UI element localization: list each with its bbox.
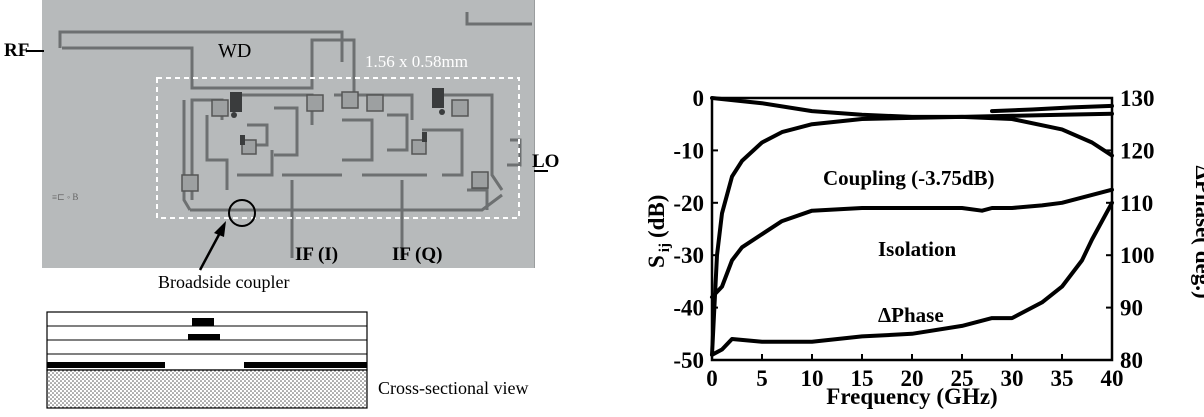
series-line-5 [990,103,1114,114]
wd-label: WD [218,40,252,62]
x-tick-label: 25 [951,366,974,391]
y-left-tick-label: -10 [673,138,704,163]
s-parameter-chart: 0 5 10 15 20 25 30 35 40 0 -10 -20 -30 -40 -50 130 120… [640,0,1204,412]
isolation-annotation: Isolation [878,237,957,261]
lo-port-line [534,170,548,172]
if-i-label: IF (I) [295,244,339,265]
y-left-tick-label: -20 [673,191,704,216]
series-line-3 [710,200,1114,357]
y-axis-label-left-sub: ij [657,243,673,252]
lo-port-label: LO [532,151,560,172]
series-line-2 [710,187,1114,300]
coupling-annotation: Coupling (-3.75dB) [823,166,995,190]
x-tick-label: 30 [1001,366,1024,391]
y-right-tick-label: 80 [1120,348,1143,373]
x-tick-label: 0 [706,366,718,391]
y-axis-label-right: ΔPhase( deg.) [1191,165,1204,298]
y-right-tick-label: 110 [1120,191,1153,216]
chip-micrograph: ≡⊏ ◦ B [42,0,535,268]
chip-size-label: 1.56 x 0.58mm [365,52,468,71]
series-line-4 [710,96,1114,158]
chip-layout-drawing: ≡⊏ ◦ B [42,0,534,268]
chart-svg: 0 5 10 15 20 25 30 35 40 0 -10 -20 -30 -40 -50 130 120… [644,86,1204,409]
x-tick-label: 5 [756,366,768,391]
x-tick-label: 40 [1101,366,1124,391]
x-tick-label: 20 [901,366,924,391]
y-left-tick-label: -40 [673,296,704,321]
phase-annotation: ΔPhase [878,303,944,327]
y-axis-label-left: Sij (dB) [644,195,673,268]
y-right-tick-label: 100 [1120,243,1155,268]
cross-section-label: Cross-sectional view [378,378,529,398]
x-tick-label: 10 [801,366,824,391]
broadside-coupler-label: Broadside coupler [158,272,290,292]
y-left-tick-label: 0 [693,86,705,111]
y-right-tick-label: 90 [1120,296,1143,321]
x-tick-label: 35 [1051,366,1074,391]
y-axis-label-left-main: S [644,255,669,268]
series-line-1 [710,111,1114,357]
cross-section-drawing [46,311,368,409]
y-left-tick-label: -30 [673,243,704,268]
y-right-tick-label: 130 [1120,86,1155,111]
broadside-arrow [198,221,226,271]
x-axis-label: Frequency (GHz) [826,384,997,409]
x-tick-label: 15 [851,366,874,391]
y-right-tick-label: 120 [1120,138,1155,163]
svg-text:≡⊏ ◦ B: ≡⊏ ◦ B [52,192,78,202]
y-axis-label-left-unit: (dB) [644,195,669,238]
if-q-label: IF (Q) [392,244,443,265]
rf-port-label: RF [4,40,30,61]
y-left-tick-label: -50 [673,348,704,373]
rf-port-line [26,50,44,52]
